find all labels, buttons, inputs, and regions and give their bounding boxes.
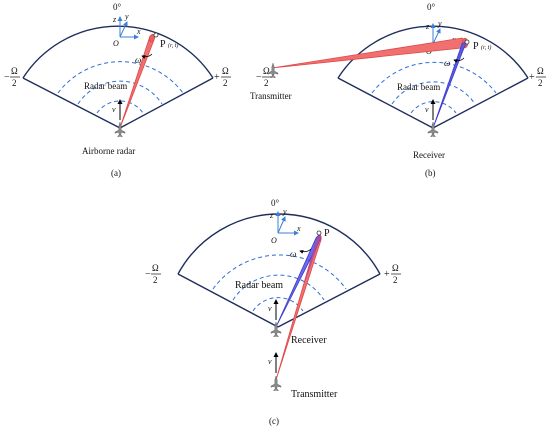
angle-zero-label: 0° bbox=[271, 198, 280, 208]
panel-caption: (a) bbox=[111, 168, 121, 178]
transmitter-velocity-label: v bbox=[268, 357, 272, 366]
omega-denominator: 2 bbox=[12, 78, 17, 88]
beam-overlap bbox=[302, 235, 321, 290]
range-ring-1 bbox=[212, 254, 347, 290]
minus-sign: − bbox=[145, 269, 151, 280]
receiver-icon bbox=[427, 121, 439, 138]
angle-zero-label: 0° bbox=[427, 2, 436, 12]
plus-sign: + bbox=[529, 72, 535, 83]
coordinate-axes bbox=[117, 16, 139, 40]
radar-beam-label: Radar beam bbox=[84, 81, 127, 91]
rotation-label: ω bbox=[444, 58, 450, 68]
point-coords: (r, t) bbox=[481, 44, 491, 51]
point-label: P bbox=[160, 39, 166, 50]
point-label: P bbox=[324, 228, 330, 239]
receiver-label: Receiver bbox=[413, 150, 445, 160]
omega-numerator: Ω bbox=[392, 263, 399, 273]
velocity-label: v bbox=[425, 105, 429, 114]
omega-numerator: Ω bbox=[537, 66, 544, 76]
target-point bbox=[316, 230, 322, 236]
minus-sign: − bbox=[256, 72, 262, 83]
omega-denominator: 2 bbox=[393, 275, 398, 285]
rotation-arrow bbox=[453, 57, 465, 63]
radar-beam-label: Radar beam bbox=[397, 82, 440, 92]
target-point bbox=[464, 39, 470, 45]
omega-denominator: 2 bbox=[153, 275, 158, 285]
omega-denominator: 2 bbox=[538, 78, 543, 88]
angle-zero-label: 0° bbox=[113, 2, 122, 12]
sector-left-edge bbox=[337, 77, 434, 129]
panel-a: 0° − Ω 2 + Ω 2 z y x O P (r, t) ω Radar … bbox=[4, 2, 231, 178]
transmitter-label: Transmitter bbox=[291, 389, 338, 400]
omega-numerator: Ω bbox=[222, 66, 229, 76]
plus-sign: + bbox=[384, 269, 390, 280]
sector-right-edge bbox=[432, 77, 529, 129]
rotation-arrow bbox=[299, 248, 312, 254]
omega-numerator: Ω bbox=[152, 263, 159, 273]
transmitter-beam-red bbox=[271, 37, 467, 69]
plus-sign: + bbox=[214, 72, 220, 83]
beam-end-cap bbox=[148, 33, 156, 43]
range-ring-1 bbox=[57, 61, 184, 94]
sector-left-edge bbox=[22, 77, 121, 129]
target-point bbox=[153, 32, 159, 38]
omega-denominator: 2 bbox=[223, 78, 228, 88]
panel-c: 0° − Ω 2 + Ω 2 z y x O P ω Radar beam v … bbox=[145, 198, 401, 426]
axis-z-label: z bbox=[269, 211, 274, 220]
coordinate-axes bbox=[275, 211, 299, 236]
range-ring-1 bbox=[371, 61, 497, 94]
origin-label: O bbox=[113, 39, 119, 48]
rotation-label: ω bbox=[290, 249, 296, 259]
velocity-label: v bbox=[112, 105, 116, 114]
origin-label: O bbox=[271, 236, 277, 245]
point-coords: (r, t) bbox=[168, 42, 178, 49]
platform-label: Airborne radar bbox=[82, 146, 135, 156]
panel-b: 0° + Ω 2 − Ω 2 z y x O P (r, t) ω Radar … bbox=[250, 2, 546, 178]
minus-sign: − bbox=[4, 72, 10, 83]
axis-z-label: z bbox=[425, 22, 430, 31]
airborne-radar-icon bbox=[114, 121, 126, 138]
axis-y-label: y bbox=[282, 207, 287, 216]
receiver-label: Receiver bbox=[291, 335, 327, 346]
sector-right-edge bbox=[119, 77, 214, 129]
transmitter-icon bbox=[270, 375, 282, 391]
receiver-velocity-label: v bbox=[268, 304, 272, 313]
radar-beam-label: Radar beam bbox=[235, 280, 283, 291]
transmitter-label: Transmitter bbox=[250, 91, 292, 101]
axis-z-label: z bbox=[112, 15, 117, 24]
rotation-label: ω bbox=[135, 55, 141, 65]
point-label: P bbox=[473, 41, 479, 52]
range-ring-3 bbox=[252, 297, 304, 312]
panel-caption: (b) bbox=[425, 168, 436, 178]
rotation-arrow bbox=[141, 53, 153, 59]
axis-x-label: x bbox=[296, 224, 301, 233]
omega-denominator: 2 bbox=[264, 78, 269, 88]
axis-x-label: x bbox=[136, 27, 141, 36]
sector-left-edge bbox=[177, 273, 279, 328]
panel-caption: (c) bbox=[269, 416, 279, 426]
axis-y-label: y bbox=[437, 19, 442, 28]
range-ring-2 bbox=[391, 81, 476, 105]
omega-numerator: Ω bbox=[263, 66, 270, 76]
range-ring-2 bbox=[232, 274, 325, 301]
axis-y-label: y bbox=[124, 12, 129, 21]
omega-numerator: Ω bbox=[11, 66, 18, 76]
sector-outer-arc bbox=[22, 25, 214, 79]
sector-outer-arc bbox=[177, 213, 381, 275]
range-ring-2 bbox=[77, 80, 163, 105]
